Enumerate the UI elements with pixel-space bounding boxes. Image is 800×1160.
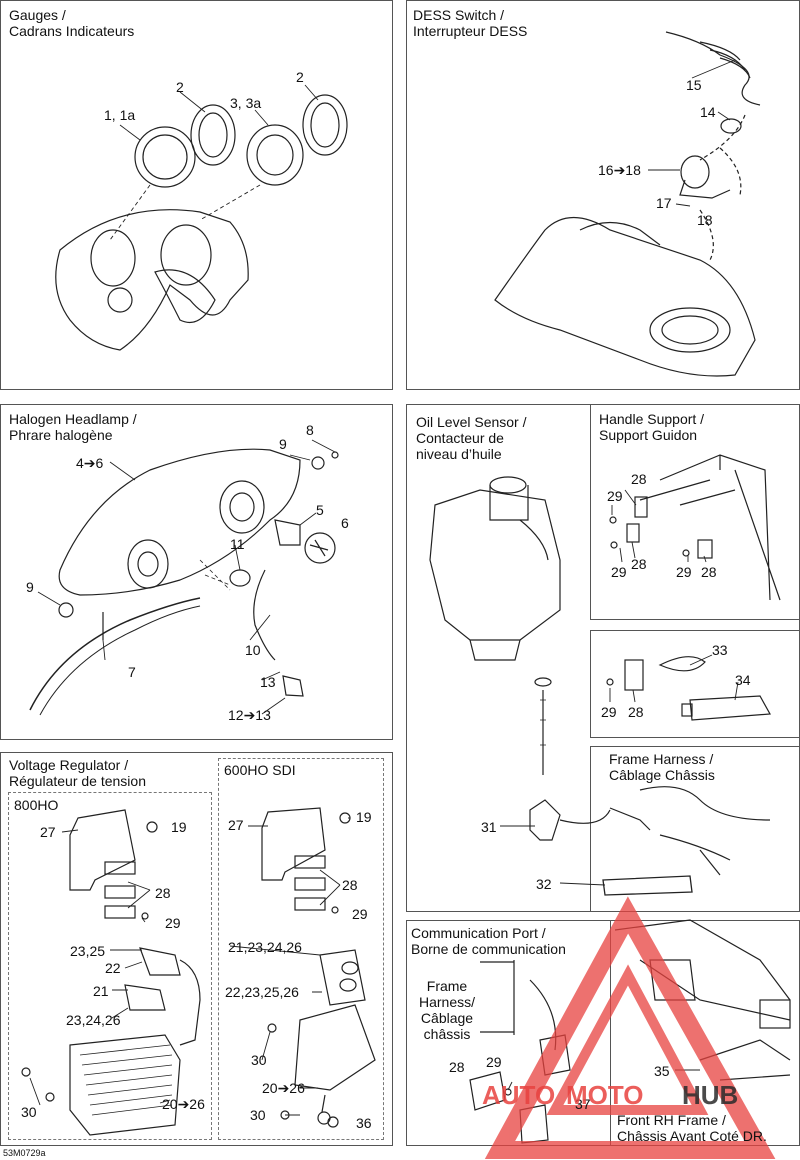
callout: 2 <box>296 69 304 85</box>
callout: 5 <box>316 502 324 518</box>
callout: 35 <box>654 1063 670 1079</box>
callout: 6 <box>341 515 349 531</box>
voltage-regulator-panel <box>0 752 393 1146</box>
callout: 19 <box>356 809 372 825</box>
gauge-housing-drawing <box>55 84 348 351</box>
callout: 22,23,25,26 <box>225 984 299 1000</box>
handle-support-title: Handle Support / Support Guidon <box>599 411 705 443</box>
headlamp-drawing <box>29 448 339 716</box>
callout: 15 <box>686 77 702 93</box>
oil-sensor-title: Oil Level Sensor / Contacteur de niveau … <box>416 414 527 462</box>
callout: 20➔26 <box>162 1096 205 1112</box>
callout: 33 <box>712 642 728 658</box>
front-frame-drawing <box>614 919 791 1081</box>
regulator-600ho-box <box>218 758 384 1140</box>
callout: 31 <box>481 819 497 835</box>
callout: 34 <box>735 672 751 688</box>
callout: 32 <box>536 876 552 892</box>
callout: 29 <box>352 906 368 922</box>
callout: 12➔13 <box>228 707 271 723</box>
callout: 3, 3a <box>230 95 262 111</box>
callout: 29 <box>601 704 617 720</box>
regulator-800ho-title: 800HO <box>14 797 59 813</box>
callout: 29 <box>611 564 627 580</box>
callout: 30 <box>21 1104 37 1120</box>
frame-harness-panel <box>590 746 800 912</box>
callout: 29 <box>486 1054 502 1070</box>
callout: 23,25 <box>70 943 106 959</box>
callout: 30 <box>251 1052 267 1068</box>
callout: 27 <box>40 824 56 840</box>
communication-port-drawing <box>469 960 571 1144</box>
callout: 4➔6 <box>76 455 104 471</box>
regulator-800ho-box <box>8 792 212 1140</box>
gauges-panel <box>0 0 393 390</box>
callout: 36 <box>356 1115 372 1131</box>
leader-lines <box>29 59 739 1116</box>
dess-panel <box>406 0 800 390</box>
callout: 21,23,24,26 <box>228 939 302 955</box>
handle-support-panel <box>590 404 800 620</box>
callout: 29 <box>165 915 181 931</box>
drawing-id: 53M0729a <box>3 1148 46 1158</box>
callout: 23,24,26 <box>66 1012 121 1028</box>
callout: 18 <box>697 212 713 228</box>
dess-title: DESS Switch / Interrupteur DESS <box>413 7 528 39</box>
callout: 8 <box>306 422 314 438</box>
headlamp-title: Halogen Headlamp / Phrare halogène <box>9 411 137 443</box>
misc-parts-drawing <box>606 656 771 721</box>
regulator-600-drawing <box>261 807 376 1128</box>
communication-port-title: Communication Port / Borne de communicat… <box>411 925 566 957</box>
callout: 27 <box>228 817 244 833</box>
headlamp-panel <box>0 404 393 740</box>
callout: 13 <box>260 674 276 690</box>
callout: 28 <box>628 704 644 720</box>
callout: 1, 1a <box>104 107 136 123</box>
callout: 21 <box>93 983 109 999</box>
callout: 28 <box>631 556 647 572</box>
callout: 29 <box>676 564 692 580</box>
watermark-hub: HUB <box>682 1080 739 1110</box>
callout: 28 <box>342 877 358 893</box>
regulator-600ho-title: 600HO SDI <box>224 762 296 778</box>
handle-support-drawing <box>609 454 781 601</box>
callout: 37 <box>575 1096 591 1112</box>
callout: 28 <box>701 564 717 580</box>
callout: 22 <box>105 960 121 976</box>
callout: 20➔26 <box>262 1080 305 1096</box>
regulator-800-drawing <box>21 809 201 1136</box>
watermark-logo <box>484 896 776 1159</box>
frame-harness-label: Frame Harness/ Câblage châssis <box>418 978 476 1042</box>
callout: 9 <box>26 579 34 595</box>
frame-harness-title: Frame Harness / Câblage Châssis <box>609 751 715 783</box>
callout: 29 <box>607 488 623 504</box>
callout: 14 <box>700 104 716 120</box>
front-frame-title: Front RH Frame / Châssis Avant Coté DR. <box>617 1112 767 1144</box>
callout: 7 <box>128 664 136 680</box>
dess-drawing <box>494 31 761 377</box>
callout: 16➔18 <box>598 162 641 178</box>
gauges-title: Gauges / Cadrans Indicateurs <box>9 7 135 39</box>
callout: 30 <box>250 1107 266 1123</box>
watermark-moto: MOTO <box>566 1080 644 1110</box>
callout: 17 <box>656 195 672 211</box>
callout: 28 <box>631 471 647 487</box>
callout: 2 <box>176 79 184 95</box>
callout: 11 <box>230 536 245 552</box>
callout: 9 <box>279 436 287 452</box>
watermark-auto: AUTO <box>482 1080 556 1110</box>
callout: 10 <box>245 642 261 658</box>
callout: 28 <box>155 885 171 901</box>
voltage-regulator-title: Voltage Regulator / Régulateur de tensio… <box>9 757 146 789</box>
oil-tank-drawing <box>429 476 771 896</box>
callout: 19 <box>171 819 187 835</box>
callout: 28 <box>449 1059 465 1075</box>
